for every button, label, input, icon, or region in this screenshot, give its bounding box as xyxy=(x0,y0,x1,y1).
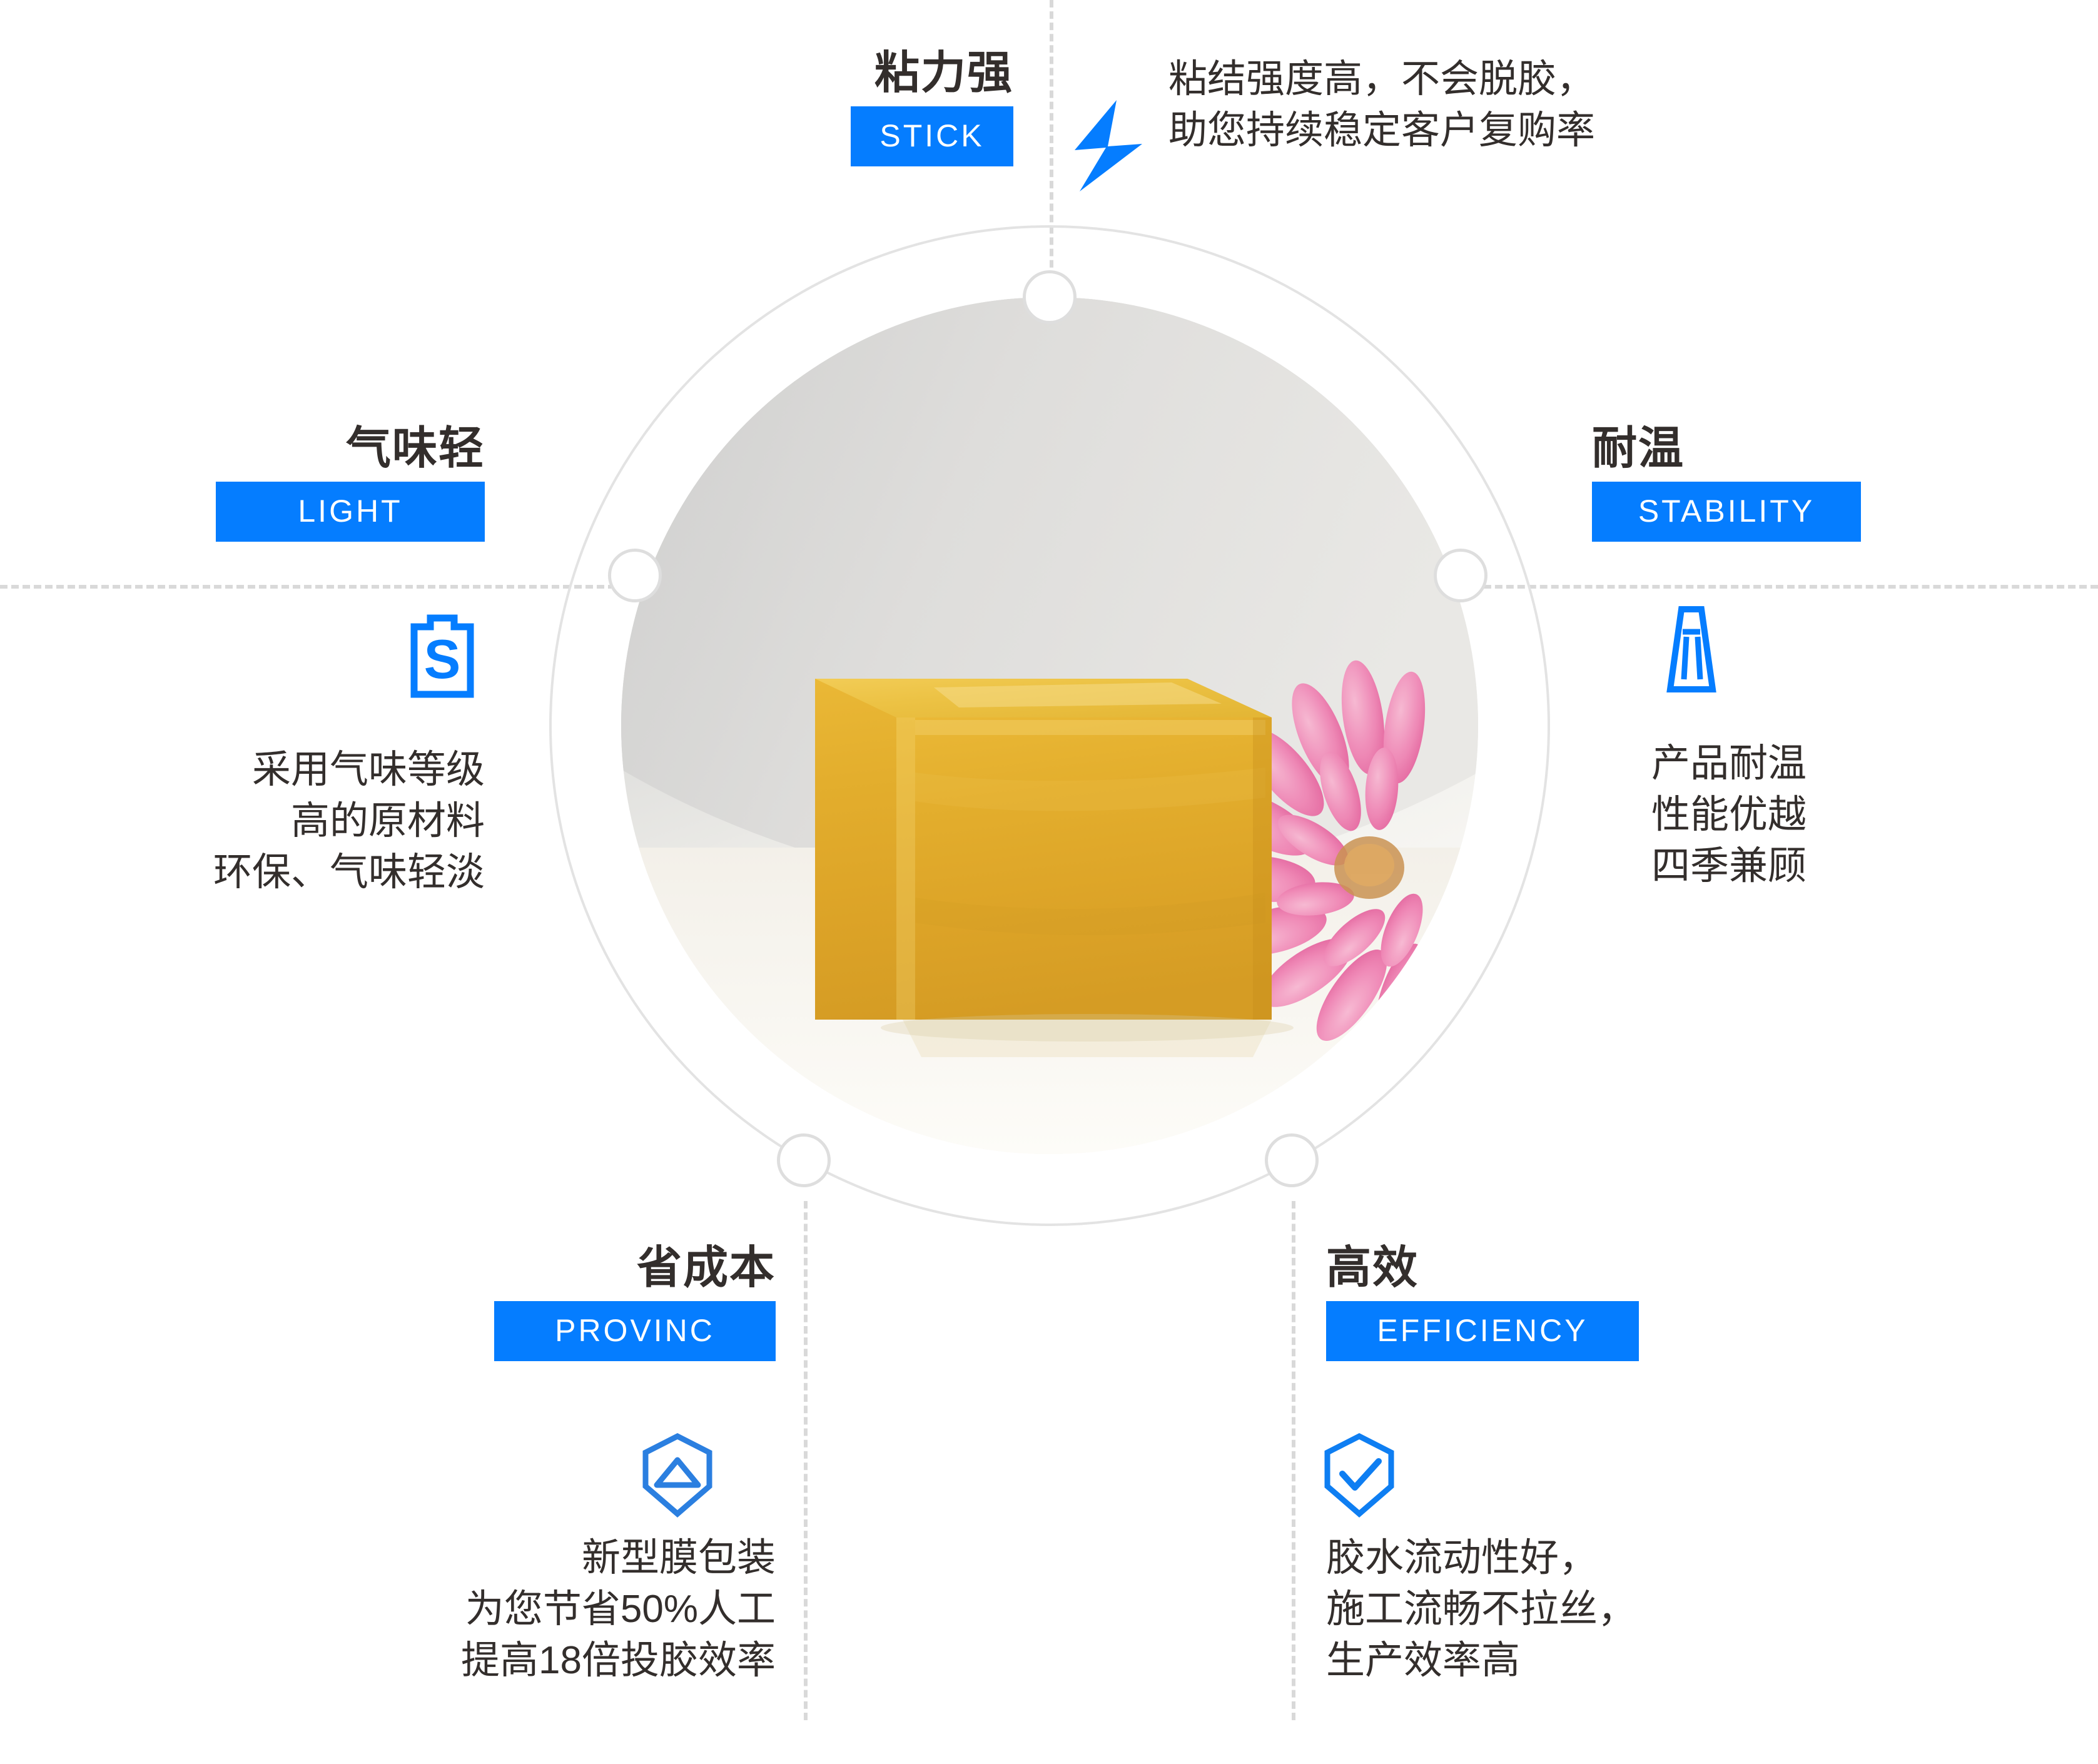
guide-line-horizontal-right xyxy=(1461,585,2098,589)
ring-node-top xyxy=(1023,270,1077,324)
feature-efficiency-title: 高效 xyxy=(1326,1243,1419,1293)
guide-line-vertical-bottom-left xyxy=(804,1201,808,1720)
feature-stability-badge-row: STABILITY xyxy=(1592,481,2030,542)
feature-provinc-description: 新型膜包装 为您节省50%人工 提高18倍投胶效率 xyxy=(461,1536,776,1682)
lightning-bolt-icon xyxy=(1071,99,1145,193)
shield-triangle-icon xyxy=(638,1432,717,1518)
feature-stability: 耐温 STABILITY xyxy=(1592,425,2030,542)
shield-check-icon xyxy=(1320,1432,1399,1518)
svg-text:S: S xyxy=(424,628,461,690)
feature-light-description: 采用气味等级 高的原材料 环保、气味轻淡 xyxy=(213,748,485,894)
feature-efficiency-badge: EFFICIENCY xyxy=(1326,1300,1639,1361)
feature-light-badge: LIGHT xyxy=(216,481,485,542)
feature-light-title: 气味轻 xyxy=(345,423,485,474)
product-circle-composition xyxy=(549,225,1550,1226)
feature-light: 气味轻 LIGHT xyxy=(69,425,485,542)
feature-stick-badge: STICK xyxy=(851,106,1013,166)
feature-efficiency-description: 胶水流动性好， 施工流畅不拉丝， 生产效率高 xyxy=(1326,1536,1637,1682)
feature-stick-title: 粘力强 xyxy=(874,48,1013,98)
feature-stick: 粘力强 STICK xyxy=(626,48,1013,166)
feature-provinc-badge: PROVINC xyxy=(494,1300,776,1361)
feature-provinc-badge-row: PROVINC xyxy=(400,1300,776,1361)
feature-light-badge-row: LIGHT xyxy=(69,481,485,542)
feature-provinc: 省成本 PROVINC xyxy=(400,1243,776,1361)
bottle-s-icon: S xyxy=(405,612,479,699)
product-photo xyxy=(621,297,1478,1154)
guide-line-vertical-bottom-right xyxy=(1292,1201,1295,1720)
feature-stability-description: 产品耐温 性能优越 四季兼顾 xyxy=(1651,742,1807,888)
thermometer-tube-icon xyxy=(1663,606,1720,693)
feature-provinc-title: 省成本 xyxy=(636,1243,776,1293)
guide-line-horizontal-left xyxy=(0,585,638,589)
feature-efficiency: 高效 EFFICIENCY xyxy=(1326,1243,1714,1361)
feature-stability-badge: STABILITY xyxy=(1592,481,1861,542)
feature-efficiency-badge-row: EFFICIENCY xyxy=(1326,1300,1714,1361)
outer-ring xyxy=(549,225,1550,1226)
ring-node-bottom-left xyxy=(777,1133,831,1187)
feature-stick-description: 粘结强度高，不会脱胶， 助您持续稳定客户复购率 xyxy=(1168,58,1596,152)
ring-node-bottom-right xyxy=(1265,1133,1319,1187)
feature-stability-title: 耐温 xyxy=(1592,423,1685,474)
ring-node-right xyxy=(1434,549,1487,602)
guide-line-vertical-top xyxy=(1050,0,1053,313)
feature-stick-badge-row: STICK xyxy=(626,106,1013,166)
ring-node-left xyxy=(608,549,662,602)
